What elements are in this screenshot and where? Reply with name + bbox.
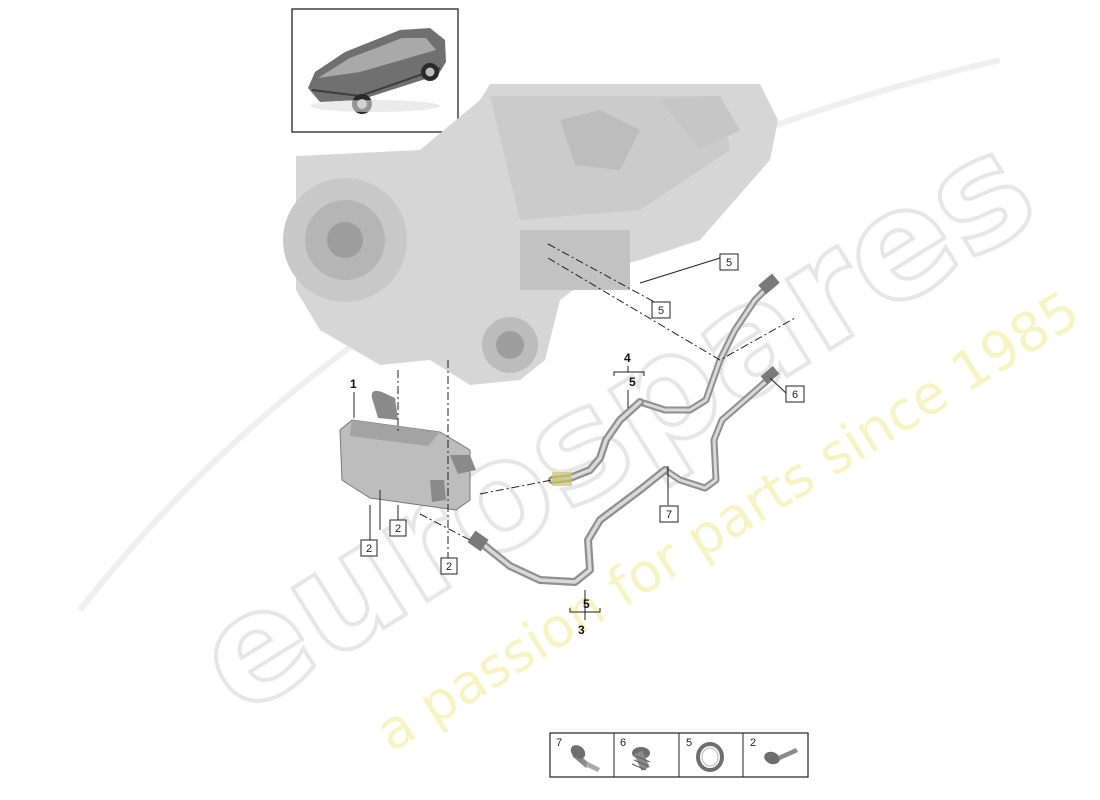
callout-4: 4 <box>624 351 631 365</box>
oil-lines <box>467 273 780 586</box>
bolt-icon <box>570 745 600 772</box>
legend-number-2: 2 <box>750 737 756 749</box>
callouts: 1 2 2 2 5 3 4 5 5 5 6 7 <box>350 253 805 637</box>
callout-2-a: 2 <box>395 523 401 535</box>
legend-number-5: 5 <box>686 737 692 749</box>
leader-lines <box>369 243 796 565</box>
callout-1: 1 <box>350 377 357 391</box>
callout-5-b: 5 <box>658 305 664 317</box>
seal-ring-icon <box>696 742 724 772</box>
fastener-legend: 7 6 5 2 <box>549 732 809 778</box>
callout-4-sub: 5 <box>629 375 636 389</box>
legend-number-6: 6 <box>620 737 626 749</box>
hex-bolt-icon <box>631 747 651 771</box>
callout-3-sub: 5 <box>583 597 590 611</box>
callout-2-c: 2 <box>446 561 452 573</box>
car-icon <box>308 28 446 114</box>
gearbox-housing <box>283 84 778 385</box>
legend-number-7: 7 <box>556 737 562 749</box>
callout-2-b: 2 <box>366 543 372 555</box>
oil-cooler <box>339 390 476 511</box>
screw-icon <box>764 748 798 765</box>
callout-6: 6 <box>792 389 798 401</box>
callout-5-a: 5 <box>726 257 732 269</box>
callout-7: 7 <box>666 509 672 521</box>
vehicle-thumbnail <box>291 8 459 133</box>
callout-3: 3 <box>578 623 585 637</box>
